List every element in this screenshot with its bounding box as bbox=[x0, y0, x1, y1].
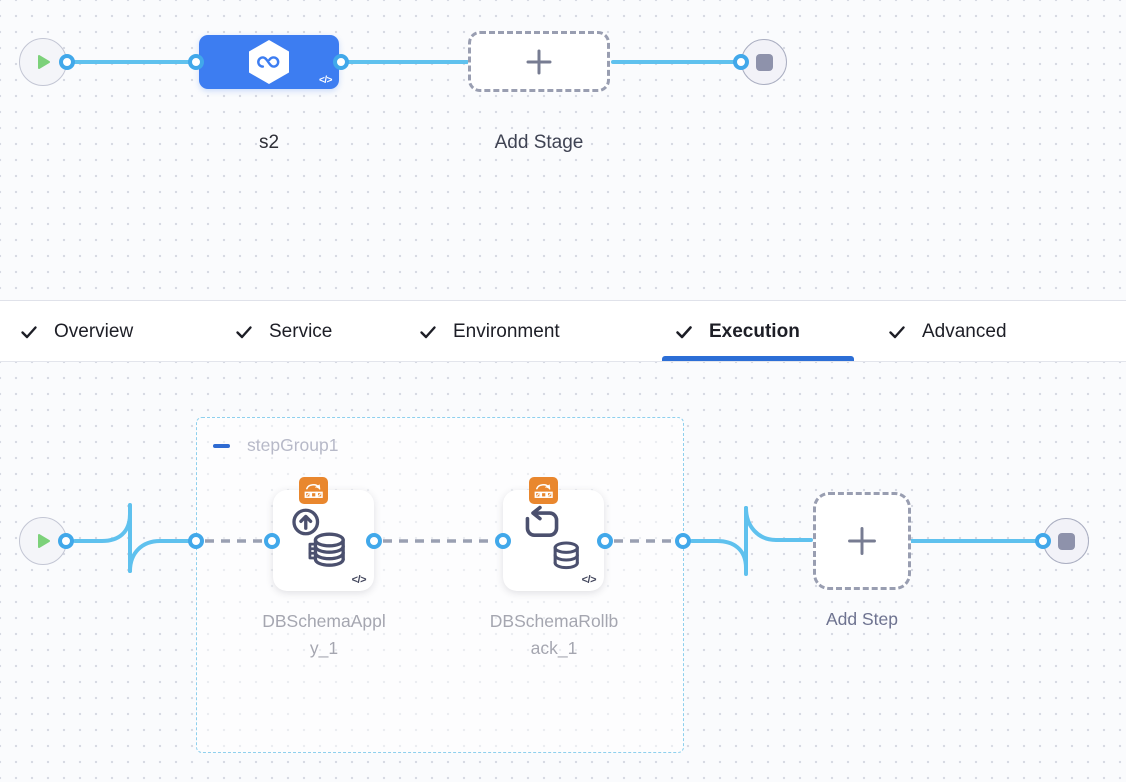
db-schema-apply-icon bbox=[292, 508, 345, 567]
stop-icon bbox=[755, 53, 773, 71]
play-icon bbox=[38, 55, 50, 69]
add-step-button[interactable] bbox=[813, 492, 911, 590]
pipeline-canvas: </> s2 Add Stage bbox=[0, 0, 1126, 300]
tab-label: Execution bbox=[709, 320, 800, 342]
tab-label: Service bbox=[269, 320, 333, 342]
stage-config-tab-bar: Overview Service Environment Execution A… bbox=[0, 300, 1126, 362]
tab-label: Overview bbox=[54, 320, 134, 342]
active-tab-indicator bbox=[662, 356, 854, 361]
link-addstage-to-end bbox=[611, 60, 741, 64]
port-group-out[interactable] bbox=[675, 533, 691, 549]
tab-environment[interactable]: Environment bbox=[417, 301, 560, 362]
minus-icon bbox=[213, 443, 230, 449]
port-stage-out[interactable] bbox=[333, 54, 349, 70]
port-end-in[interactable] bbox=[733, 54, 749, 70]
check-icon bbox=[889, 325, 905, 338]
port-exec-end-in[interactable] bbox=[1035, 533, 1051, 549]
port-step2-out[interactable] bbox=[597, 533, 613, 549]
db-schema-rollback-icon bbox=[525, 505, 579, 570]
stop-icon bbox=[1057, 532, 1075, 550]
code-icon: </> bbox=[581, 574, 597, 586]
check-icon bbox=[21, 325, 37, 338]
execution-canvas: stepGroup1 </> bbox=[0, 362, 1126, 782]
stage-label: s2 bbox=[258, 132, 280, 153]
play-icon bbox=[38, 534, 50, 548]
add-step-label: Add Step bbox=[826, 609, 898, 629]
tab-advanced[interactable]: Advanced bbox=[886, 301, 1007, 362]
link-stage-to-addstage bbox=[342, 60, 469, 64]
db-migration-badge-icon bbox=[299, 477, 328, 504]
add-stage-button[interactable] bbox=[468, 31, 610, 92]
stage-node-s2[interactable]: </> bbox=[199, 35, 339, 89]
tab-label: Advanced bbox=[922, 320, 1007, 342]
plus-icon bbox=[526, 49, 552, 74]
step-group-container[interactable] bbox=[196, 417, 684, 753]
execution-end-node bbox=[1043, 518, 1089, 564]
code-icon: </> bbox=[319, 75, 332, 86]
add-stage-label: Add Stage bbox=[494, 132, 584, 153]
port-step2-in[interactable] bbox=[495, 533, 511, 549]
check-icon bbox=[420, 325, 436, 338]
tab-service[interactable]: Service bbox=[233, 301, 332, 362]
harness-pipeline-icon bbox=[249, 40, 289, 84]
plus-icon bbox=[848, 527, 876, 555]
port-start-out[interactable] bbox=[59, 54, 75, 70]
port-step1-in[interactable] bbox=[264, 533, 280, 549]
port-group-in[interactable] bbox=[188, 533, 204, 549]
port-exec-start-out[interactable] bbox=[58, 533, 74, 549]
tab-label: Environment bbox=[453, 320, 560, 342]
tab-overview[interactable]: Overview bbox=[18, 301, 133, 362]
port-step1-out[interactable] bbox=[366, 533, 382, 549]
db-migration-badge-icon bbox=[529, 477, 558, 504]
link-start-to-stage bbox=[70, 60, 196, 64]
tab-execution[interactable]: Execution bbox=[673, 301, 800, 362]
step-node-dbschemarollback[interactable]: </> bbox=[503, 490, 604, 591]
step-node-dbschemaapply[interactable]: </> bbox=[273, 490, 374, 591]
check-icon bbox=[236, 325, 252, 338]
code-icon: </> bbox=[351, 574, 367, 586]
check-icon bbox=[676, 325, 692, 338]
step-group-collapse-button[interactable] bbox=[213, 439, 233, 453]
port-stage-in[interactable] bbox=[188, 54, 204, 70]
